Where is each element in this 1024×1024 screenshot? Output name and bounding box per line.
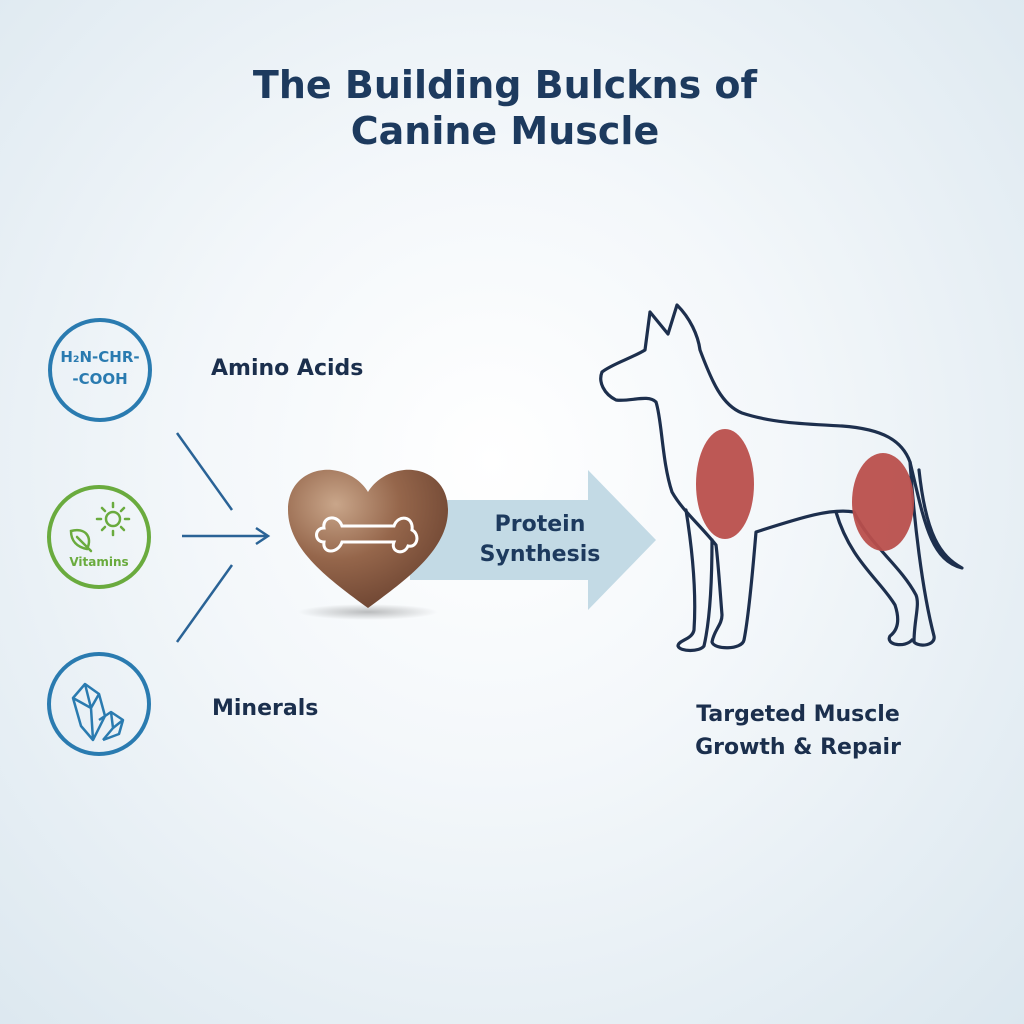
bone-icon xyxy=(315,516,419,554)
process-arrow xyxy=(410,470,656,610)
vitamins-circle: Vitamins xyxy=(47,485,151,589)
result-line-1: Targeted Muscle xyxy=(696,702,900,727)
vitamins-label: Vitamins xyxy=(69,555,129,569)
minerals-label: Minerals xyxy=(212,696,319,721)
amino-acid-formula-icon: H₂N-CHR- -COOH xyxy=(52,346,148,390)
result-line-2: Growth & Repair xyxy=(695,735,901,760)
title-line-2: Canine Muscle xyxy=(350,109,660,153)
arrowhead-icon xyxy=(255,526,271,546)
formula-line-1: H₂N-CHR- xyxy=(60,348,140,366)
crystal-icon xyxy=(71,682,125,742)
amino-acid-circle: H₂N-CHR- -COOH xyxy=(48,318,152,422)
process-line-1: Protein xyxy=(494,512,586,537)
heart-icon xyxy=(288,469,448,608)
formula-line-2: -COOH xyxy=(72,370,128,388)
connector-amino xyxy=(175,432,234,511)
leaf-sun-icon xyxy=(69,501,131,553)
heart-shadow xyxy=(298,604,438,620)
result-label: Targeted Muscle Growth & Repair xyxy=(660,698,936,764)
minerals-circle xyxy=(47,652,151,756)
protein-synthesis-label: Protein Synthesis xyxy=(440,510,640,570)
connector-minerals xyxy=(175,564,234,643)
hind-muscle-highlight xyxy=(852,453,914,551)
process-line-2: Synthesis xyxy=(479,542,601,567)
connector-lines xyxy=(175,432,271,643)
title-line-1: The Building Bulckns of xyxy=(252,63,758,107)
page-title: The Building Bulckns of Canine Muscle xyxy=(0,62,1010,154)
amino-acids-label: Amino Acids xyxy=(211,356,364,381)
front-muscle-highlight xyxy=(696,429,754,539)
